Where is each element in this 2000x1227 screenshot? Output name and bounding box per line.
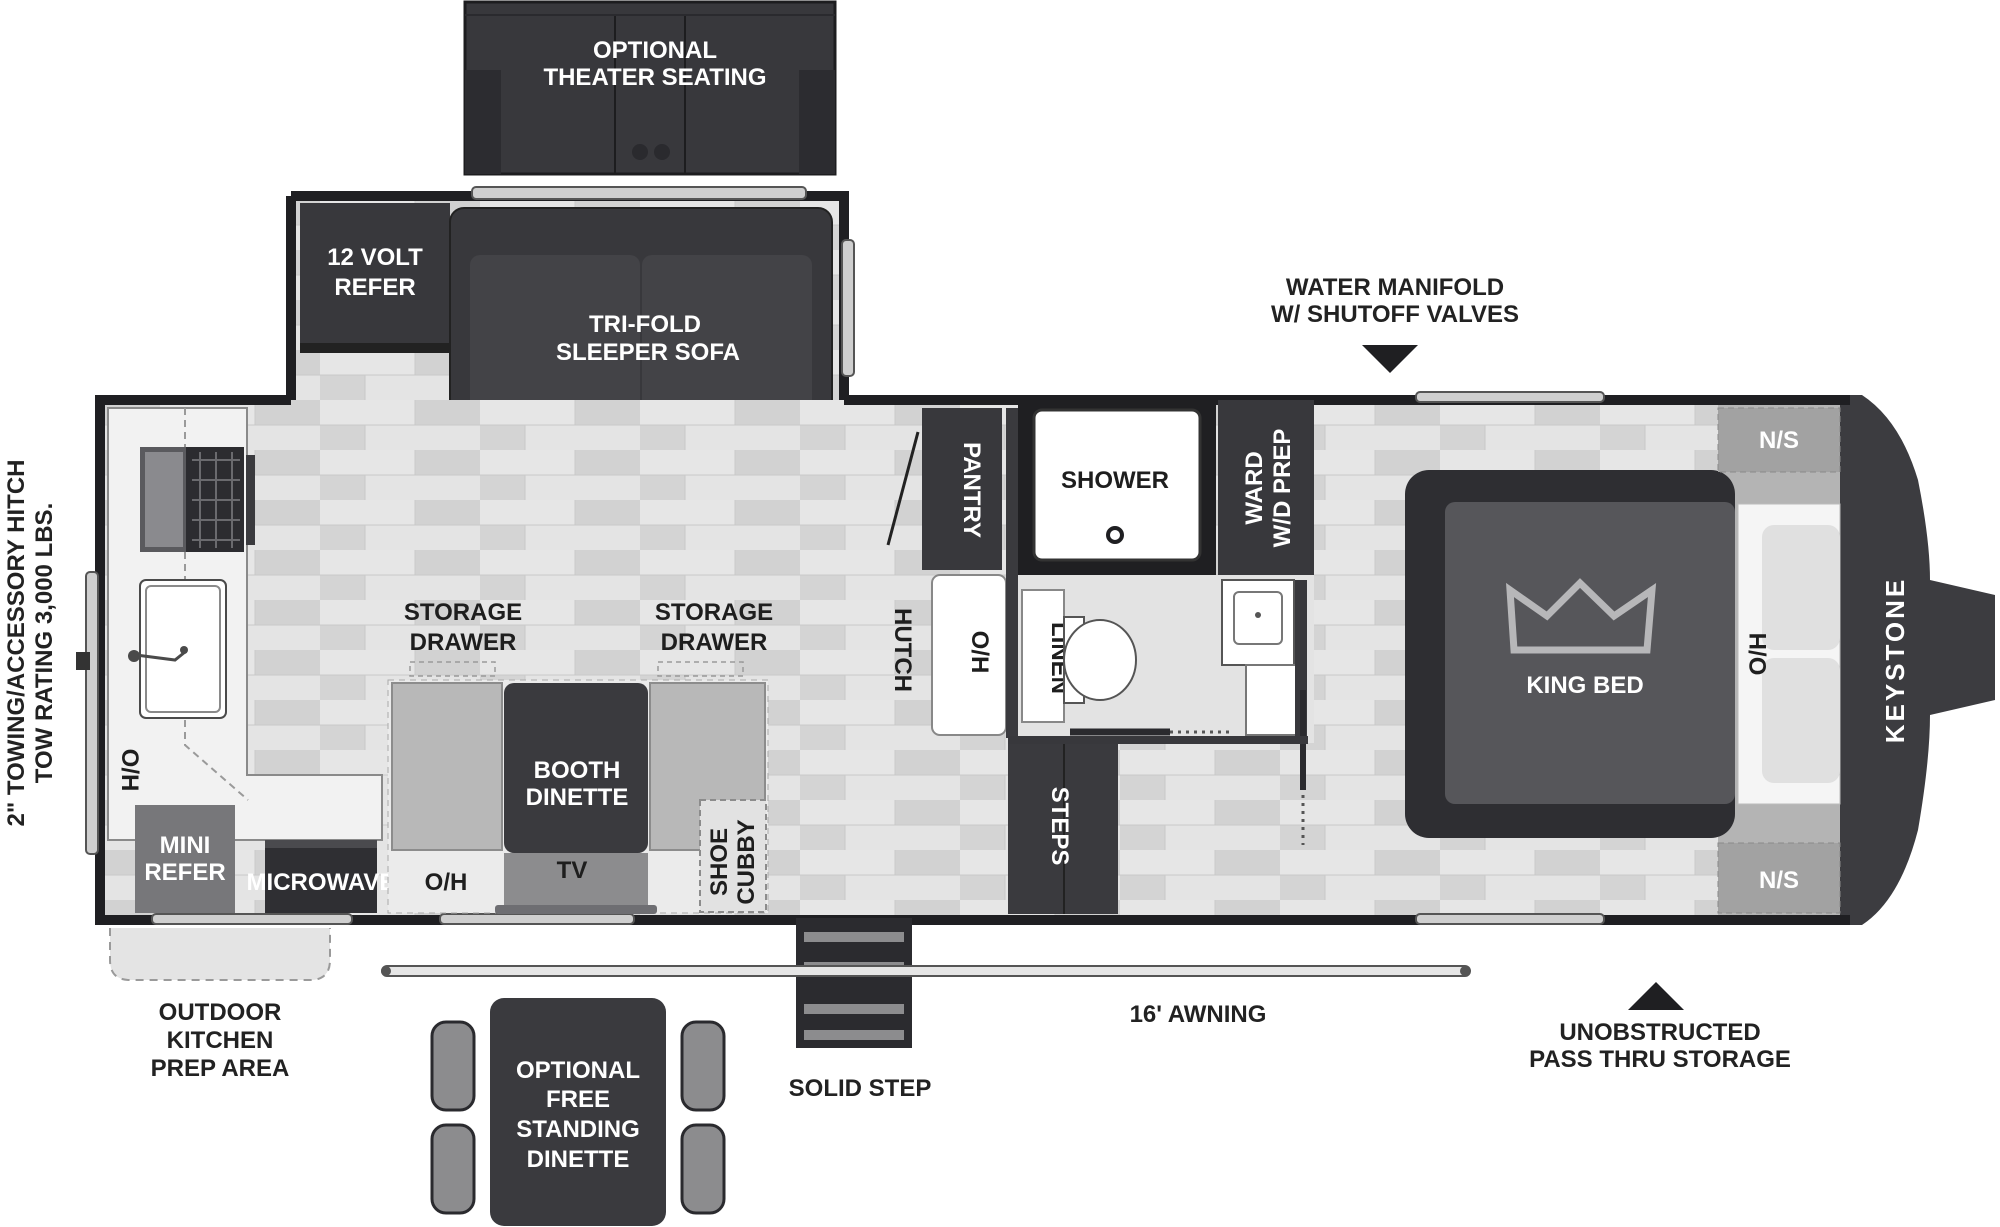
awning-label: 16' AWNING (1130, 1001, 1267, 1028)
ward-label-2: W/D PREP (1269, 429, 1296, 548)
sink-icon (128, 579, 227, 719)
steps-label: STEPS (1046, 787, 1073, 866)
booth-dinette-label-2: DINETTE (526, 784, 629, 811)
storage-drawer-left-label-1: STORAGE (404, 599, 522, 626)
mini-refer-label-2: REFER (144, 859, 225, 886)
king-bed-label: KING BED (1526, 672, 1643, 699)
solid-step: SOLID STEP (789, 918, 932, 1102)
water-manifold-label-1: WATER MANIFOLD (1286, 274, 1504, 301)
water-manifold-label-2: W/ SHUTOFF VALVES (1271, 301, 1519, 328)
pass-thru-label-2: PASS THRU STORAGE (1529, 1046, 1791, 1073)
brand-label: KEYSTONE (1880, 577, 1910, 744)
hutch-label: HUTCH (889, 608, 916, 692)
sofa-label-1: TRI-FOLD (589, 311, 701, 338)
outdoor-kitchen-label-2: KITCHEN (167, 1027, 274, 1054)
sofa-label-2: SLEEPER SOFA (556, 339, 740, 366)
stove-icon (140, 447, 255, 552)
tv-label: TV (557, 857, 588, 884)
storage-drawer-right-label-1: STORAGE (655, 599, 773, 626)
ns-top-label: N/S (1759, 427, 1799, 454)
refer-12v-label-2: REFER (334, 274, 415, 301)
king-bed: KING BED (1405, 470, 1735, 838)
storage-drawer-right-label-2: DRAWER (661, 629, 768, 656)
pass-thru-label-1: UNOBSTRUCTED (1559, 1019, 1760, 1046)
mini-refer-label-1: MINI (160, 832, 211, 859)
vanity-sink-icon (1221, 579, 1295, 666)
theater-seating-label-2: THEATER SEATING (543, 64, 766, 91)
oh-bed-label: O/H (1745, 633, 1772, 676)
refer-12v-label-1: 12 VOLT (327, 244, 423, 271)
free-dinette-label-1: OPTIONAL (516, 1057, 640, 1084)
storage-drawer-left-label-2: DRAWER (410, 629, 517, 656)
shower-drain-icon (1106, 526, 1124, 544)
water-manifold-callout: WATER MANIFOLD W/ SHUTOFF VALVES (1271, 274, 1519, 373)
shoe-cubby-label-1: SHOE (706, 828, 733, 896)
arrow-down-icon (1362, 345, 1418, 373)
steps: STEPS (1008, 744, 1118, 914)
toilet-icon (1063, 616, 1137, 704)
outdoor-kitchen-label-3: PREP AREA (151, 1055, 290, 1082)
solid-step-label: SOLID STEP (789, 1075, 932, 1102)
theater-seating-label-1: OPTIONAL (593, 37, 717, 64)
free-dinette-label-2: FREE (546, 1086, 610, 1113)
arrow-up-icon (1628, 982, 1684, 1010)
outdoor-kitchen-label-1: OUTDOOR (159, 999, 282, 1026)
dinette: BOOTH DINETTE TV O/H SHOE CUBBY (387, 661, 769, 914)
ns-bottom-label: N/S (1759, 867, 1799, 894)
kitchen: O/H MINI REFER MICROWAVE (107, 407, 396, 913)
free-standing-dinette: OPTIONAL FREE STANDING DINETTE (430, 998, 726, 1226)
shower-label: SHOWER (1061, 467, 1169, 494)
pantry-hutch: PANTRY HUTCH O/H (886, 408, 1018, 738)
front-cap: KEYSTONE (1840, 395, 1995, 925)
oh-dinette-label: O/H (425, 869, 468, 896)
hitch-label-1: 2" TOWING/ACCESSORY HITCH (3, 460, 30, 827)
free-dinette-label-3: STANDING (516, 1116, 640, 1143)
free-dinette-label-4: DINETTE (527, 1146, 630, 1173)
outdoor-kitchen: OUTDOOR KITCHEN PREP AREA (109, 928, 331, 1082)
front-wall-storage: N/S N/S O/H (1717, 407, 1841, 914)
theater-seating: OPTIONAL THEATER SEATING (463, 0, 837, 176)
awning: 16' AWNING (381, 965, 1471, 1028)
exterior-walls (76, 391, 1850, 925)
pass-thru-callout: UNOBSTRUCTED PASS THRU STORAGE (1529, 982, 1791, 1073)
microwave-label: MICROWAVE (247, 869, 396, 896)
hitch-label-2: TOW RATING 3,000 LBS. (31, 503, 58, 784)
slide-out: 12 VOLT REFER TRI-FOLD SLEEPER SOFA (286, 186, 855, 593)
oh-hutch-label: O/H (966, 631, 993, 674)
ward-label-1: WARD (1241, 451, 1268, 524)
booth-dinette-label-1: BOOTH (534, 757, 621, 784)
crown-icon (1506, 578, 1657, 654)
bathroom: SHOWER WARD W/D PREP LINEN (1008, 400, 1314, 845)
shoe-cubby-label-2: CUBBY (733, 819, 760, 904)
pantry-label: PANTRY (958, 442, 985, 538)
oh-kitchen-label: O/H (116, 749, 143, 792)
